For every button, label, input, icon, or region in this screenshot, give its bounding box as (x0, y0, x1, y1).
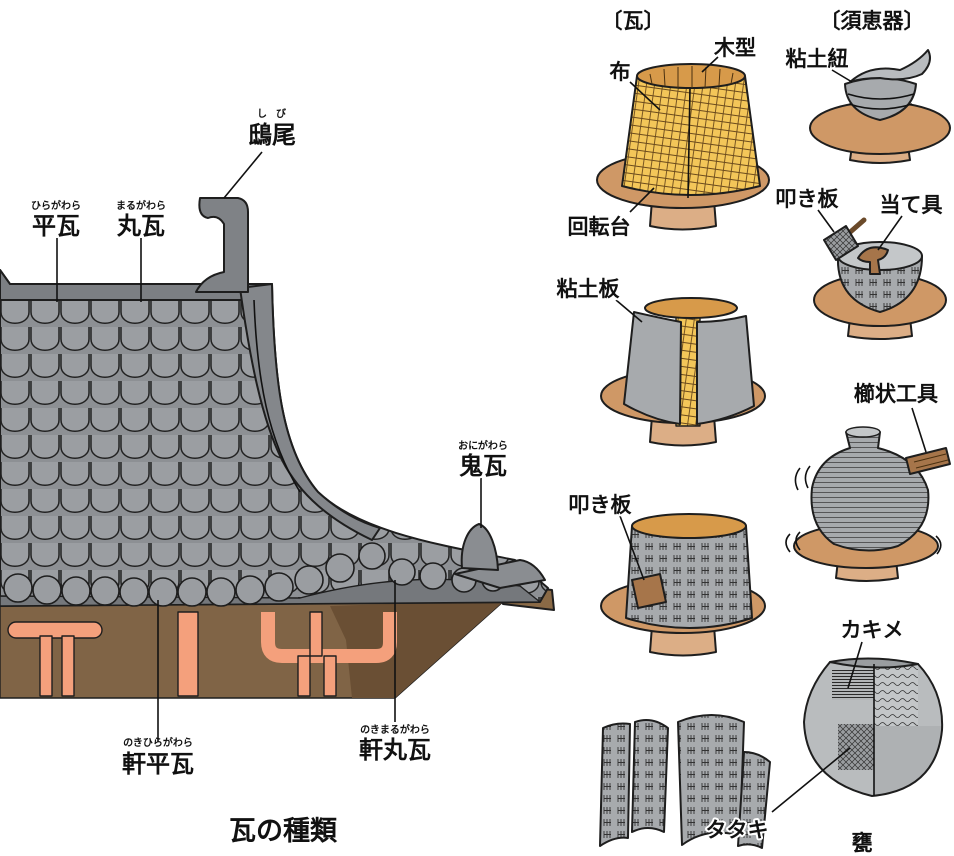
wooden-mold-label: 木型 (713, 36, 756, 60)
tataki-label: タタキ (706, 818, 769, 842)
noki-marugawara-label: 軒丸瓦 (359, 736, 431, 764)
tile-piece (631, 719, 669, 833)
shibi-ornament (195, 197, 249, 293)
sueki-comb-step (785, 426, 951, 582)
anvil-tool (857, 246, 889, 275)
sueki-paddle-anvil-step (813, 217, 947, 340)
onigawara-fin (460, 523, 499, 571)
jar-rim (829, 657, 919, 669)
eave-round-tile-end (358, 542, 386, 570)
kawara-paddle-step (600, 513, 766, 657)
leader-cloth (629, 81, 661, 111)
clay-coil (849, 49, 931, 83)
separated-tile-pieces (599, 714, 771, 849)
leader-kakime (847, 641, 863, 689)
jar-cross-section (803, 657, 944, 797)
sueki-heading: 〔須恵器〕 (820, 9, 925, 33)
eave-round-tile-end (388, 558, 416, 586)
tile-piece (599, 722, 631, 847)
leader-shibi (223, 151, 263, 199)
clay-coil-label: 粘土紐 (786, 47, 849, 71)
onigawara-tile (454, 559, 546, 589)
kakime-texture (832, 670, 874, 700)
paddled-pot (836, 255, 923, 313)
eave-round-tile-end (119, 577, 149, 607)
paddle-handle (845, 217, 867, 237)
cloth-label: 布 (610, 60, 631, 84)
eave-round-tile-end (419, 562, 447, 590)
eave-round-tile-end (235, 575, 265, 605)
eave-round-tile-end (148, 577, 178, 607)
leader-clay-slab (615, 299, 643, 323)
leader-paddle (619, 515, 645, 581)
kawara-process: 〔瓦〕 布 木型 回転台 粘土板 (555, 7, 771, 849)
tataki-texture (838, 724, 874, 770)
eave-round-tile-end (177, 577, 207, 607)
eave-round-tile-end (3, 573, 33, 603)
eave-round-tile-end (325, 553, 355, 583)
noki-marugawara-ruby: のきまるがわら (360, 723, 430, 736)
hiragawara-label: 平瓦 (32, 212, 80, 240)
noki-hiragawara-label: 軒平瓦 (122, 750, 194, 778)
eave-round-tile-end (264, 572, 294, 602)
marugawara-ruby: まるがわら (116, 199, 166, 212)
eave-round-tile-end (206, 577, 236, 607)
kawara-heading: 〔瓦〕 (602, 9, 665, 33)
leader-turntable (629, 187, 655, 213)
bracket-middle (177, 611, 199, 697)
comb-tool-label: 櫛状工具 (854, 382, 938, 406)
eave-round-tile-end (61, 576, 91, 606)
marugawara-label: 丸瓦 (116, 212, 165, 240)
shibi-ruby: しび (257, 107, 295, 120)
paddle-tool (631, 573, 667, 609)
leader-comb-tool (911, 407, 927, 453)
under-eave-shadow (330, 600, 505, 698)
hiragawara-ruby: ひらがわら (31, 199, 81, 212)
leader-clay-coil (831, 69, 853, 83)
kakime-label: カキメ (841, 618, 904, 642)
leader-wooden-mold (701, 56, 719, 73)
tile-piece (737, 751, 771, 849)
kawara-mold-step (596, 63, 770, 231)
leader-sueki-paddle (817, 209, 835, 233)
inner-wave-texture (874, 664, 918, 726)
noki-hiragawara-ruby: のきひらがわら (123, 736, 193, 749)
paddle-tool (823, 225, 859, 261)
combed-jar (810, 428, 930, 552)
jar-neck (845, 426, 881, 438)
leader-tataki (771, 747, 851, 813)
onigawara-label: 鬼瓦 (459, 452, 507, 480)
roof-illustration: しび 鴟尾 ひらがわら 平瓦 まるがわら 丸瓦 おにがわら 鬼瓦 のきひらがわら… (0, 107, 555, 849)
sueki-coil-step (809, 49, 951, 164)
clay-slab-left (623, 311, 682, 425)
sueki-paddle-label: 叩き板 (776, 187, 840, 211)
motion-marks (785, 465, 942, 555)
jar-label: 甕 (852, 831, 873, 855)
wooden-mold-rim (644, 297, 738, 319)
kawara-clay-slab-step (600, 297, 766, 447)
onigawara-ruby: おにがわら (458, 439, 508, 452)
shibi-label: 鴟尾 (248, 121, 296, 149)
sueki-process: 〔須恵器〕 粘土紐 叩き板 当て具 (704, 7, 951, 856)
leader-anvil (877, 215, 903, 251)
wooden-mold-rim (631, 513, 747, 539)
wooden-mold-rim (636, 63, 746, 89)
anvil-label: 当て具 (880, 193, 943, 217)
bracket-left (7, 621, 103, 697)
clay-slab-right (696, 315, 755, 425)
eave-round-tile-end (294, 565, 324, 595)
roof-caption: 瓦の種類 (229, 816, 338, 847)
bracket-right (261, 611, 397, 697)
clay-slab-label: 粘土板 (557, 277, 621, 301)
eave-round-tile-end (32, 575, 62, 605)
turntable-label: 回転台 (568, 215, 631, 239)
paddle-label: 叩き板 (569, 493, 633, 517)
eave-round-tile-end (90, 576, 120, 606)
